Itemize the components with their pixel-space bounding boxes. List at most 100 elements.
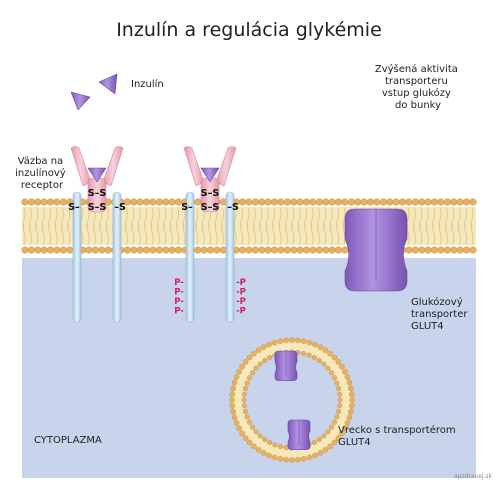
- lipid-tail: [233, 223, 237, 246]
- lipid-head: [130, 246, 138, 254]
- lipid-head: [255, 347, 262, 353]
- lipid-head: [277, 198, 285, 206]
- lipid-head: [130, 198, 138, 206]
- binding-label: Väzba na inzulínový receptor: [15, 156, 69, 191]
- lipid-head: [332, 419, 338, 425]
- lipid-head: [262, 437, 268, 443]
- lipid-head: [207, 246, 215, 254]
- lipid-tail: [124, 223, 128, 246]
- lipid-head: [306, 339, 313, 346]
- lipid-head: [411, 246, 419, 254]
- lipid-head: [98, 246, 106, 254]
- lipid-head: [266, 452, 272, 459]
- bound-insulin: [87, 167, 107, 183]
- lipid-tail: [470, 223, 474, 246]
- lipid-head: [311, 440, 317, 446]
- lipid-head: [277, 338, 284, 344]
- lipid-head: [242, 408, 248, 414]
- lipid-head: [260, 450, 267, 456]
- lipid-tail: [246, 223, 250, 246]
- lipid-head: [321, 361, 327, 367]
- lipid-head: [258, 246, 266, 254]
- lipid-tail: [105, 223, 109, 246]
- lipid-head: [322, 447, 329, 453]
- lipid-head: [175, 246, 183, 254]
- receptor-beta-chain: [112, 191, 122, 323]
- lipid-head: [91, 246, 99, 254]
- lipid-head: [246, 419, 252, 425]
- lipid-tail: [92, 223, 96, 246]
- lipid-head: [336, 386, 342, 392]
- lipid-tail: [214, 223, 218, 246]
- lipid-head: [456, 246, 464, 254]
- lipid-head: [290, 246, 298, 254]
- disulfide-bond: S–S: [201, 188, 220, 199]
- lipid-head: [322, 347, 329, 353]
- lipid-head: [229, 403, 236, 409]
- lipid-head: [331, 439, 338, 446]
- lipid-head: [136, 246, 144, 254]
- lipid-head: [335, 246, 343, 254]
- lipid-head: [283, 198, 291, 206]
- lipid-head: [271, 454, 278, 461]
- lipid-head: [230, 385, 236, 392]
- lipid-head: [271, 246, 279, 254]
- phosphate-group: -P: [236, 288, 246, 298]
- lipid-head: [317, 450, 324, 456]
- lipid-head: [392, 198, 400, 206]
- lipid-head: [405, 198, 413, 206]
- lipid-head: [347, 198, 355, 206]
- lipid-head: [236, 368, 242, 375]
- lipid-tail: [240, 223, 244, 246]
- lipid-head: [386, 198, 394, 206]
- disulfide-bond: S–S: [201, 202, 220, 213]
- lipid-head: [315, 198, 323, 206]
- receptor-beta-chain: [225, 191, 235, 323]
- lipid-head: [328, 246, 336, 254]
- lipid-head: [239, 363, 245, 370]
- lipid-tail: [48, 223, 52, 246]
- lipid-head: [289, 337, 295, 343]
- lipid-head: [143, 198, 151, 206]
- lipid-head: [283, 337, 289, 344]
- lipid-head: [251, 443, 257, 450]
- lipid-head: [200, 246, 208, 254]
- receptor-alpha-arm: [183, 146, 205, 187]
- lipid-tail: [54, 223, 58, 246]
- cytoplasm-label: CYTOPLAZMA: [34, 435, 102, 446]
- lipid-head: [322, 198, 330, 206]
- lipid-head: [418, 246, 426, 254]
- lipid-head: [241, 391, 247, 397]
- lipid-head: [348, 403, 355, 409]
- lipid-head: [244, 380, 250, 386]
- lipid-head: [300, 456, 307, 462]
- watermark: apzdravej.sk: [454, 473, 493, 480]
- lipid-head: [456, 198, 464, 206]
- lipid-head: [303, 246, 311, 254]
- lipid-head: [239, 198, 247, 206]
- insulin-molecule: [98, 73, 118, 95]
- lipid-head: [346, 414, 353, 421]
- lipid-head: [267, 440, 273, 446]
- lipid-head: [249, 370, 255, 376]
- insulin-molecule: [70, 91, 91, 111]
- lipid-head: [27, 246, 35, 254]
- lipid-head: [315, 246, 323, 254]
- lipid-tail: [35, 223, 39, 246]
- lipid-head: [316, 357, 322, 363]
- lipid-head: [431, 246, 439, 254]
- lipid-head: [123, 246, 131, 254]
- lipid-head: [53, 246, 61, 254]
- lipid-head: [251, 198, 259, 206]
- lipid-head: [253, 429, 259, 435]
- lipid-head: [344, 374, 351, 380]
- lipid-head: [242, 435, 249, 441]
- lipid-head: [245, 246, 253, 254]
- phosphate-group: P-: [174, 288, 184, 298]
- lipid-head: [327, 350, 333, 357]
- lipid-head: [306, 454, 313, 461]
- lipid-head: [21, 246, 29, 254]
- lipid-head: [290, 198, 298, 206]
- lipid-head: [335, 435, 342, 441]
- lipid-head: [272, 442, 278, 448]
